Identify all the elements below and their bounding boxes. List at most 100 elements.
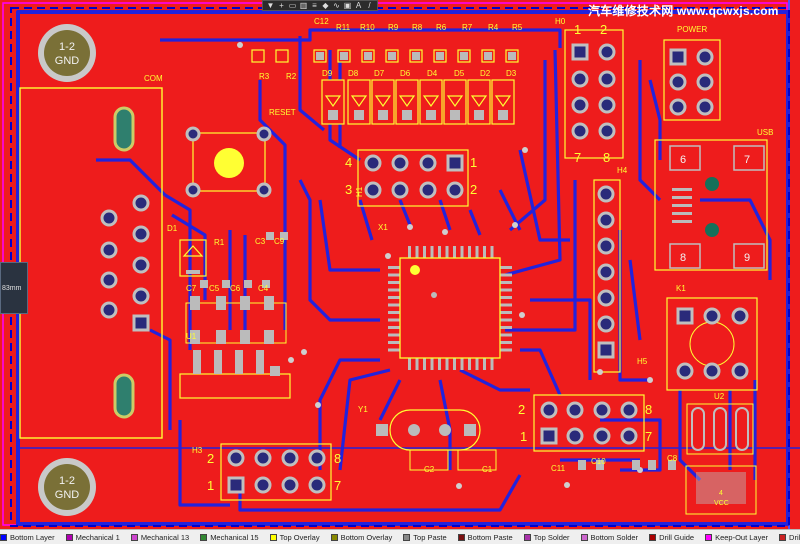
h1-pin-2: 2 <box>470 182 477 197</box>
reset-switch <box>185 126 272 198</box>
ref-d5: D5 <box>454 69 465 78</box>
fill-icon[interactable]: ▣ <box>343 0 352 10</box>
usb-pin-9: 9 <box>744 252 750 264</box>
h3-pin-2: 2 <box>207 451 214 466</box>
h0-pin-2: 2 <box>600 22 607 37</box>
ref-c5: C5 <box>209 284 220 293</box>
layer-tab[interactable]: Bottom Paste <box>457 533 513 542</box>
h0-pin-8: 8 <box>603 150 610 165</box>
layer-tab[interactable]: Mechanical 1 <box>65 532 120 542</box>
measure-readout: 83mm <box>0 262 28 314</box>
ref-d2: D2 <box>480 69 491 78</box>
k1-label: K1 <box>676 284 686 293</box>
ref-r10: R10 <box>360 23 375 32</box>
gnd-top-label-2: GND <box>55 55 80 67</box>
x1-label: X1 <box>378 223 388 232</box>
ref-c8: C8 <box>667 454 678 463</box>
header-h4 <box>593 179 621 373</box>
h0-pin-7: 7 <box>574 150 581 165</box>
silkscreen-text: 1-2 GND 1-2 GND COM RESET H0 POWER USB H… <box>55 17 774 507</box>
ref-c3: C3 <box>255 237 266 246</box>
ref-d6: D6 <box>400 69 411 78</box>
ref-r8: R8 <box>412 23 423 32</box>
led-row <box>321 79 515 125</box>
layer-tab[interactable]: Bottom Overlay <box>330 533 392 542</box>
layer-tab-label: Mechanical 15 <box>210 532 259 542</box>
ref-r2: R2 <box>286 72 297 81</box>
add-icon[interactable]: + <box>279 0 284 10</box>
h0-label: H0 <box>555 17 566 26</box>
layer-color-swatch <box>649 533 657 541</box>
layer-color-swatch <box>779 533 787 541</box>
ref-d3: D3 <box>506 69 517 78</box>
gnd-bottom-label-1: 1-2 <box>59 475 75 487</box>
watermark-text: 汽车维修技术网 www.qcwxjs.com <box>588 4 779 18</box>
layer-tab[interactable]: Keep-Out Layer <box>705 533 768 542</box>
ref-r3: R3 <box>259 72 270 81</box>
layer-color-swatch <box>65 533 73 541</box>
switch-k1 <box>666 297 758 391</box>
ref-c6: C6 <box>230 284 241 293</box>
layer-color-swatch <box>130 533 138 541</box>
layer-color-swatch <box>200 533 208 541</box>
h3-pin-7: 7 <box>334 478 341 493</box>
usb-pin-7: 7 <box>744 154 750 166</box>
ref-d8: D8 <box>348 69 359 78</box>
ref-r9: R9 <box>388 23 399 32</box>
layer-tab[interactable]: Drill Drawing <box>779 533 800 542</box>
reset-label: RESET <box>269 108 296 117</box>
h5-label: H5 <box>637 357 648 366</box>
ref-r6: R6 <box>436 23 447 32</box>
r1-label: R1 <box>214 238 225 247</box>
layer-tab[interactable]: Bottom Layer <box>0 533 55 542</box>
route-icon[interactable]: ∿ <box>333 0 340 10</box>
layer-tab[interactable]: Top Paste <box>403 532 447 542</box>
layer-tab[interactable]: Top Solder <box>523 533 570 542</box>
layer-tab[interactable]: Top Overlay <box>269 532 320 542</box>
layer-tab[interactable]: Mechanical 15 <box>200 532 259 542</box>
ref-c7: C7 <box>186 284 197 293</box>
vcc-pin-label: 4 <box>719 490 723 497</box>
h4-label: H4 <box>617 166 628 175</box>
layer-color-swatch <box>330 533 338 541</box>
h1-label: H1 <box>355 186 364 197</box>
ref-r11: R11 <box>336 23 351 32</box>
u2-label: U2 <box>714 392 725 401</box>
header-h3 <box>220 443 332 501</box>
layer-tab-label: Top Overlay <box>279 532 320 542</box>
h5-pin-7: 7 <box>645 429 652 444</box>
select-rect-icon[interactable]: ▭ <box>288 0 297 10</box>
marker-icon[interactable]: ◆ <box>322 0 329 10</box>
filter-icon[interactable]: ▼ <box>266 0 275 10</box>
smd-pads <box>200 232 676 470</box>
led-pads <box>328 110 508 120</box>
usb-connector <box>654 139 768 271</box>
layer-color-swatch <box>0 533 7 541</box>
layer-tab-label: Drill Drawing <box>789 532 800 542</box>
layer-tab-label: Mechanical 1 <box>75 532 120 542</box>
h0-pin-1: 1 <box>574 22 581 37</box>
h1-pin-4: 4 <box>345 155 352 170</box>
h3-label: H3 <box>192 446 203 455</box>
ref-r7: R7 <box>462 23 473 32</box>
align-icon[interactable]: ≡ <box>312 0 317 10</box>
layer-tab-label: Bottom Solder <box>590 532 639 542</box>
text-icon[interactable]: A <box>355 0 362 10</box>
layer-color-swatch <box>457 533 465 541</box>
pcb-canvas[interactable]: 1-2 GND 1-2 GND COM RESET H0 POWER USB H… <box>0 0 800 529</box>
measure-icon[interactable]: / <box>368 0 371 10</box>
h5-pin-2: 2 <box>518 402 525 417</box>
u1-area <box>179 239 291 399</box>
ref-c11: C11 <box>551 464 566 473</box>
gnd-hole-bottom <box>38 458 96 516</box>
layer-tab[interactable]: Drill Guide <box>649 533 694 542</box>
h1-pin-3: 3 <box>345 182 352 197</box>
layer-tab-label: Top Paste <box>413 532 447 542</box>
chart-icon[interactable]: ▥ <box>299 0 308 10</box>
layer-tab[interactable]: Bottom Solder <box>580 532 639 542</box>
layer-tab[interactable]: Mechanical 13 <box>130 533 189 542</box>
header-h0 <box>564 29 624 159</box>
com-label: COM <box>144 74 163 83</box>
layer-tab-bar: Bottom Layer Mechanical 1 Mechanical 13 Mec… <box>0 529 800 544</box>
crystal-y1 <box>376 409 497 471</box>
